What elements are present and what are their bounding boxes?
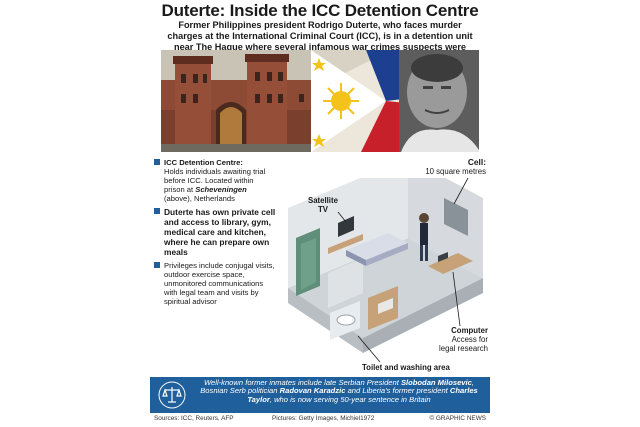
header-photo [161, 50, 479, 152]
bullet-square-icon [154, 208, 160, 214]
sources-text: Sources: ICC, Reuters, AFP [154, 415, 234, 422]
page-title: Duterte: Inside the ICC Detention Centre [161, 1, 479, 20]
infographic: Duterte: Inside the ICC Detention Centre… [150, 0, 490, 427]
fact-item-privileges: Privileges include conjugal visits, outd… [154, 261, 276, 306]
bullet-square-icon [154, 262, 160, 268]
icc-scales-icon [158, 381, 186, 409]
bullet-square-icon [154, 159, 160, 165]
fact-item-private-cell: Duterte has own private cell and access … [154, 207, 276, 257]
pictures-credit: Pictures: Getty Images, Michiel1972 [272, 415, 375, 422]
place-name: Scheveningen [195, 185, 247, 194]
satellite-tv-label: Satellite TV [308, 196, 338, 214]
fact-list: ICC Detention Centre: Holds individuals … [154, 158, 276, 310]
former-inmates-text: Well-known former inmates include late S… [200, 378, 478, 404]
toilet-label: Toilet and washing area [362, 363, 450, 372]
fact-head: ICC Detention Centre: [164, 158, 243, 167]
prison-and-portrait-image [161, 50, 479, 152]
footer-bar: Well-known former inmates include late S… [150, 377, 490, 413]
fact-item-detention-centre: ICC Detention Centre: Holds individuals … [154, 158, 276, 203]
copyright-text: © GRAPHIC NEWS [429, 415, 486, 422]
computer-label: Computer Access for legal research [439, 326, 488, 353]
cell-illustration [288, 178, 483, 363]
cell-size-label: Cell: 10 square metres [425, 157, 486, 177]
